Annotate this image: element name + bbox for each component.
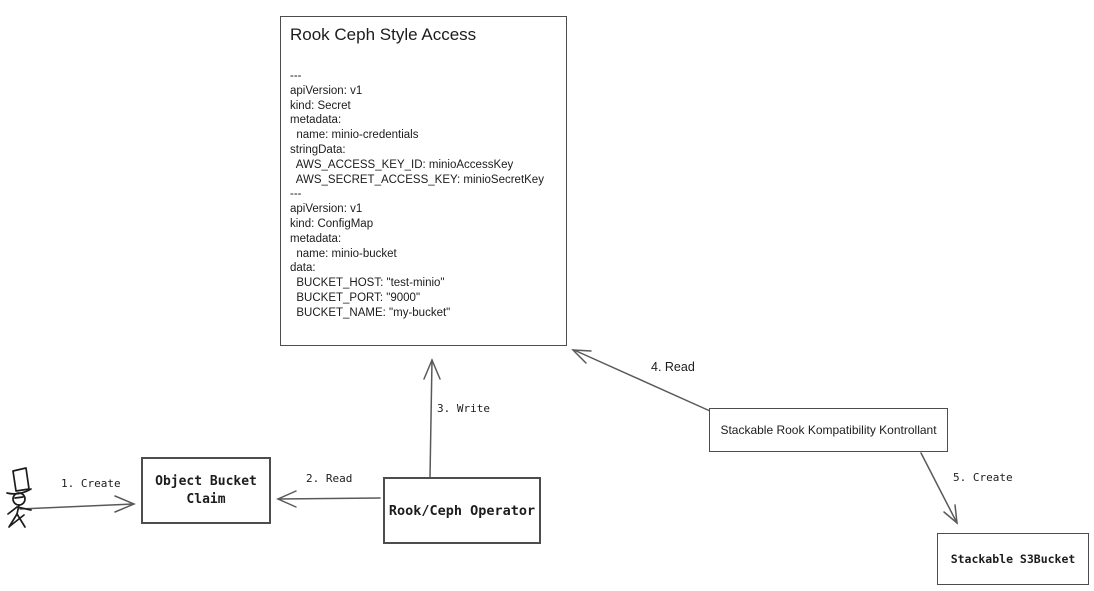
arrow-5-create [920, 452, 958, 525]
yaml-line: --- [290, 188, 302, 201]
arrow-4-read [571, 349, 711, 412]
yaml-line: apiVersion: v1 [290, 84, 363, 97]
node-rook-ceph-style-access: Rook Ceph Style Access --- apiVersion: v… [280, 16, 567, 346]
yaml-line: metadata: [290, 114, 342, 127]
stick-figure-top-hat-icon [6, 467, 32, 528]
arrow-2-read [276, 490, 381, 508]
arrow-3-write [423, 358, 441, 478]
arrow-label-2-read: 2. Read [306, 472, 353, 485]
node-rook-ceph-operator: Rook/Ceph Operator [383, 477, 541, 544]
yaml-line: apiVersion: v1 [290, 203, 363, 216]
arrow-label-3-write: 3. Write [437, 402, 490, 415]
yaml-line: name: minio-bucket [290, 247, 397, 260]
node-object-bucket-claim: Object Bucket Claim [141, 457, 271, 524]
yaml-line: AWS_SECRET_ACCESS_KEY: minioSecretKey [290, 173, 544, 186]
yaml-line: kind: Secret [290, 99, 351, 112]
arrow-1-create [19, 495, 136, 513]
yaml-line: BUCKET_HOST: "test-minio" [290, 277, 445, 290]
main-box-title: Rook Ceph Style Access [290, 25, 477, 44]
yaml-line: AWS_ACCESS_KEY_ID: minioAccessKey [290, 158, 514, 171]
yaml-line: name: minio-credentials [290, 129, 419, 142]
yaml-line: BUCKET_NAME: "my-bucket" [290, 306, 451, 319]
yaml-line: stringData: [290, 143, 346, 156]
node-stackable-rook-kompatibility-kontrollant: Stackable Rook Kompatibility Kontrollant [709, 408, 948, 452]
yaml-line: BUCKET_PORT: "9000" [290, 291, 421, 304]
yaml-line: metadata: [290, 232, 342, 245]
arrow-label-1-create: 1. Create [61, 477, 121, 490]
node-stackable-s3bucket: Stackable S3Bucket [937, 533, 1089, 585]
arrow-label-4-read: 4. Read [651, 360, 695, 374]
yaml-manifest: --- apiVersion: v1 kind: Secret metadata… [290, 69, 544, 321]
yaml-line: kind: ConfigMap [290, 217, 374, 230]
yaml-line: data: [290, 262, 316, 275]
yaml-line: --- [290, 70, 302, 82]
arrow-label-5-create: 5. Create [953, 471, 1013, 484]
